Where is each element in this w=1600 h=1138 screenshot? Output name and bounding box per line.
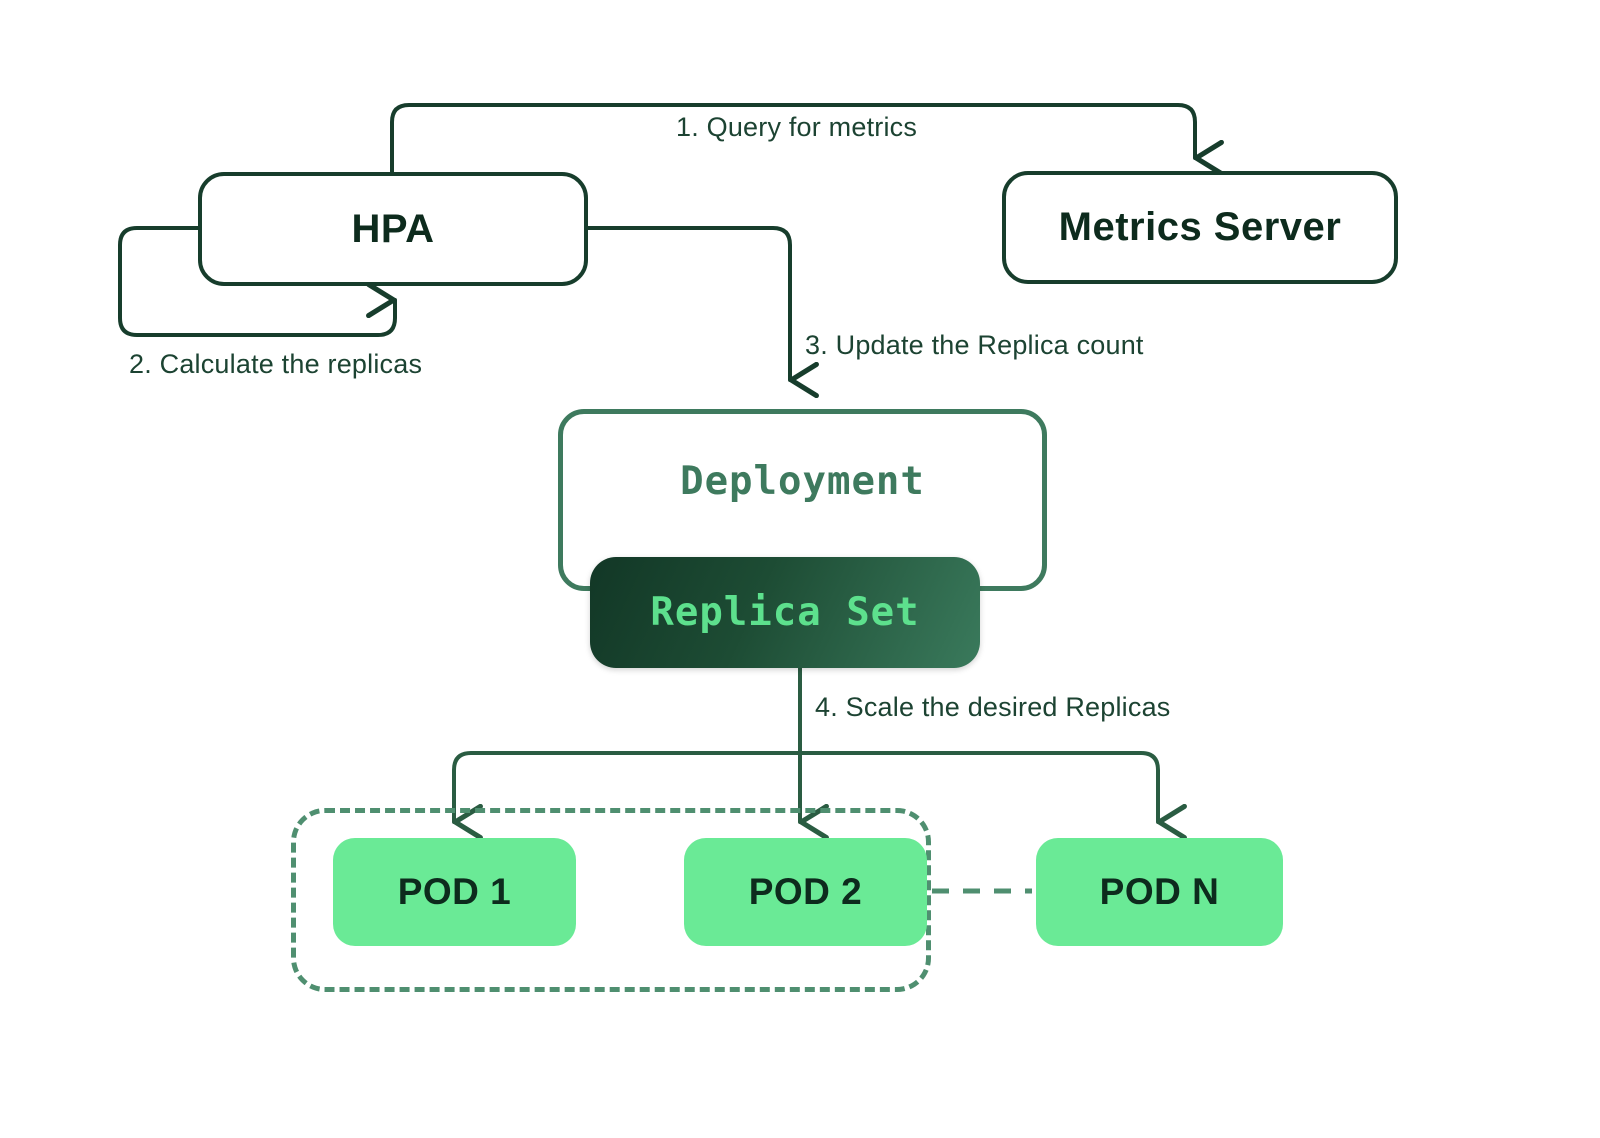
node-replica-set-label: Replica Set: [650, 590, 920, 635]
connector-hpa-to-metrics-server: [390, 103, 1195, 172]
connector-hpa-to-deployment: [586, 226, 790, 380]
node-metrics-server[interactable]: Metrics Server: [1002, 171, 1398, 284]
node-pod-n-label: POD N: [1099, 871, 1220, 912]
step-label-1: 1. Query for metrics: [676, 112, 918, 142]
connector-replicaset-to-pod-1: [452, 751, 802, 822]
step-label-4: 4. Scale the desired Replicas: [815, 692, 1171, 722]
pod-group-frame: [291, 808, 931, 992]
node-pod-2-label: POD 2: [748, 871, 863, 912]
step-label-3: 3. Update the Replica count: [805, 330, 1144, 360]
node-pod-n[interactable]: POD N: [1036, 838, 1283, 946]
node-replica-set[interactable]: Replica Set: [590, 557, 980, 668]
node-metrics-server-label: Metrics Server: [1058, 205, 1342, 249]
connector-hpa-self-loop: [118, 226, 397, 337]
connector-replicaset-to-pod-n: [798, 751, 1158, 822]
step-label-2: 2. Calculate the replicas: [129, 349, 423, 379]
node-pod-1[interactable]: POD 1: [333, 838, 576, 946]
node-pod-1-label: POD 1: [397, 871, 512, 912]
node-pod-2[interactable]: POD 2: [684, 838, 927, 946]
node-hpa[interactable]: HPA: [198, 172, 588, 286]
node-deployment-label: Deployment: [680, 458, 925, 504]
node-hpa-label: HPA: [351, 206, 435, 251]
